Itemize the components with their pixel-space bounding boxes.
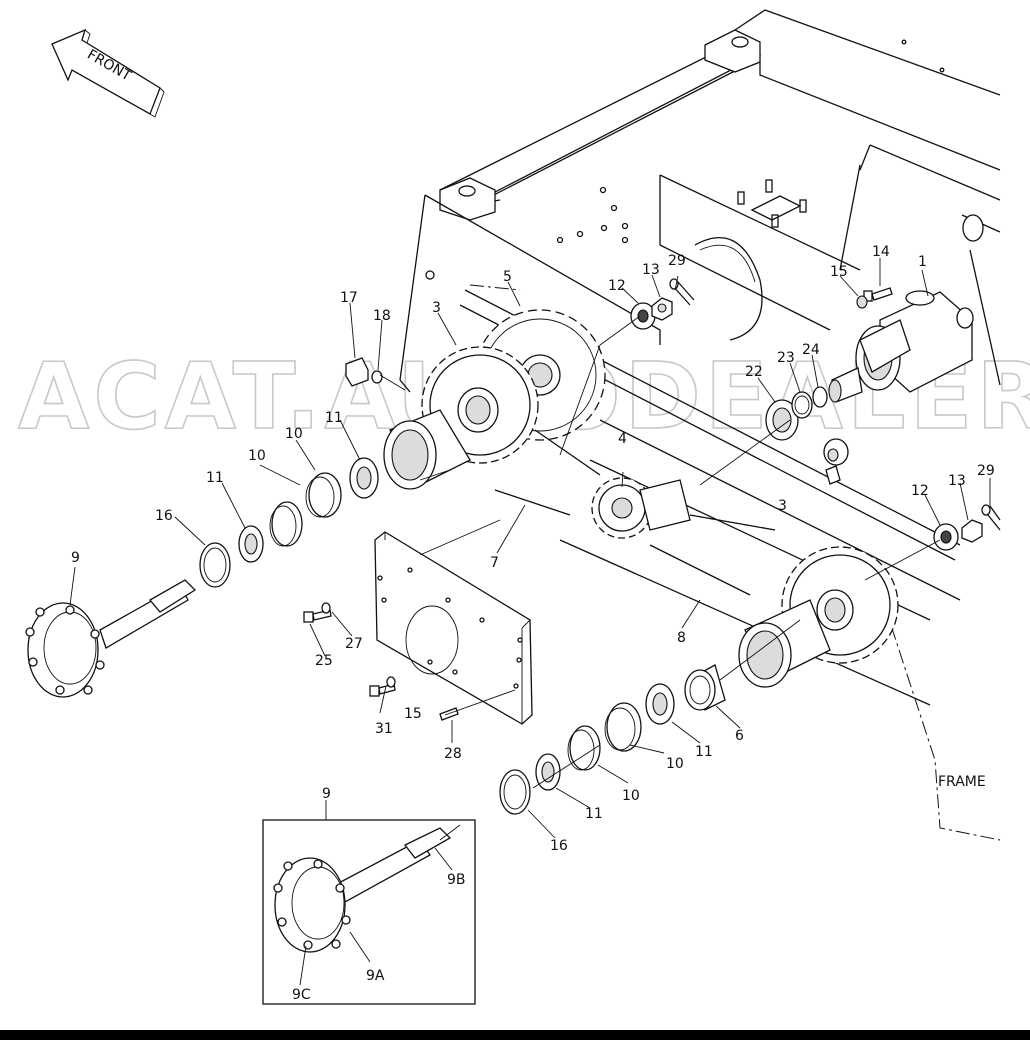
drive-motor-1 <box>828 290 974 403</box>
bearing-cup-10-upper <box>305 472 342 518</box>
callout-10-c: 10 <box>666 756 684 772</box>
callout-7: 7 <box>490 555 499 571</box>
frame-label: FRAME <box>938 774 986 790</box>
bearing-cone-11-upper <box>349 457 379 499</box>
sprocket-4 <box>591 477 691 539</box>
callout-28: 28 <box>444 746 462 762</box>
callout-18: 18 <box>373 308 391 324</box>
callout-17: 17 <box>340 290 358 306</box>
callout-9-inset: 9 <box>322 786 331 802</box>
seal-22 <box>765 399 799 441</box>
callout-8: 8 <box>677 630 686 646</box>
axle-9-detail-inset <box>262 819 476 1005</box>
callout-31: 31 <box>375 721 393 737</box>
callout-1: 1 <box>918 254 927 270</box>
callout-16-left: 16 <box>155 508 173 524</box>
washer-12-right <box>933 523 959 551</box>
washer-27 <box>321 602 331 614</box>
callout-23: 23 <box>777 350 795 366</box>
front-arrow-label: FRONT <box>84 47 134 85</box>
callout-11-c: 11 <box>695 744 713 760</box>
small-washer <box>823 438 849 485</box>
callout-5: 5 <box>503 269 512 285</box>
callout-27: 27 <box>345 636 363 652</box>
callout-10-d: 10 <box>622 788 640 804</box>
chain-7 <box>494 429 601 516</box>
callout-3-left: 3 <box>432 300 441 316</box>
ring-24 <box>812 386 828 408</box>
bearing-cone-11-right-upper <box>645 683 675 725</box>
bearing-cone-11-right-lower <box>535 753 561 791</box>
callout-9B: 9B <box>447 872 466 888</box>
callout-13-right: 13 <box>948 473 966 489</box>
callout-11-a: 11 <box>206 470 224 486</box>
callout-22: 22 <box>745 364 763 380</box>
nut-13-right <box>961 519 983 543</box>
callout-4: 4 <box>618 431 627 447</box>
spacer-6 <box>684 664 726 711</box>
callout-11-b: 11 <box>325 410 343 426</box>
cotter-pin-29-top <box>669 278 695 306</box>
bottom-border-bar <box>0 1030 1030 1040</box>
callout-12-top: 12 <box>608 278 626 294</box>
callout-15-lower: 15 <box>404 706 422 722</box>
washer-15-top <box>856 295 868 309</box>
callout-labels: 1 3 3 4 5 6 7 8 9 9 9A 9B 9C 10 10 10 10… <box>71 244 995 1003</box>
sprocket-3-left <box>383 346 539 490</box>
callout-3-right: 3 <box>778 498 787 514</box>
nut-13-top <box>651 297 673 321</box>
callout-29-top: 29 <box>668 253 686 269</box>
o-ring-18 <box>371 370 383 384</box>
cotter-pin-29-right <box>981 504 1001 531</box>
callout-9-left: 9 <box>71 550 80 566</box>
washer-15-lower <box>386 676 396 688</box>
front-arrow-icon: FRONT <box>51 28 165 118</box>
callout-10-b: 10 <box>285 426 303 442</box>
callout-13-top: 13 <box>642 262 660 278</box>
callout-29-right: 29 <box>977 463 995 479</box>
bolt-14 <box>863 287 893 302</box>
axle-9-left <box>25 579 197 698</box>
callout-12-right: 12 <box>911 483 929 499</box>
cover-plate <box>374 531 533 725</box>
bearing-cone-11-lower <box>238 525 264 563</box>
callout-6: 6 <box>735 728 744 744</box>
plug-17 <box>345 357 369 387</box>
callout-9A: 9A <box>366 968 385 984</box>
callout-16-right: 16 <box>550 838 568 854</box>
ring-23 <box>791 391 813 419</box>
callout-9C: 9C <box>292 987 311 1003</box>
chain-8 <box>649 514 776 596</box>
leader-lines <box>69 258 991 986</box>
bearing-cup-10-right-upper <box>604 702 642 752</box>
bearing-cup-10-lower <box>269 501 303 547</box>
callout-25: 25 <box>315 653 333 669</box>
seal-16-left <box>199 542 231 588</box>
callout-15-top: 15 <box>830 264 848 280</box>
callout-10-a: 10 <box>248 448 266 464</box>
callout-24: 24 <box>802 342 820 358</box>
callout-14: 14 <box>872 244 890 260</box>
sprocket-3-right <box>738 546 899 688</box>
callout-11-d: 11 <box>585 806 603 822</box>
seal-16-right <box>499 769 531 815</box>
